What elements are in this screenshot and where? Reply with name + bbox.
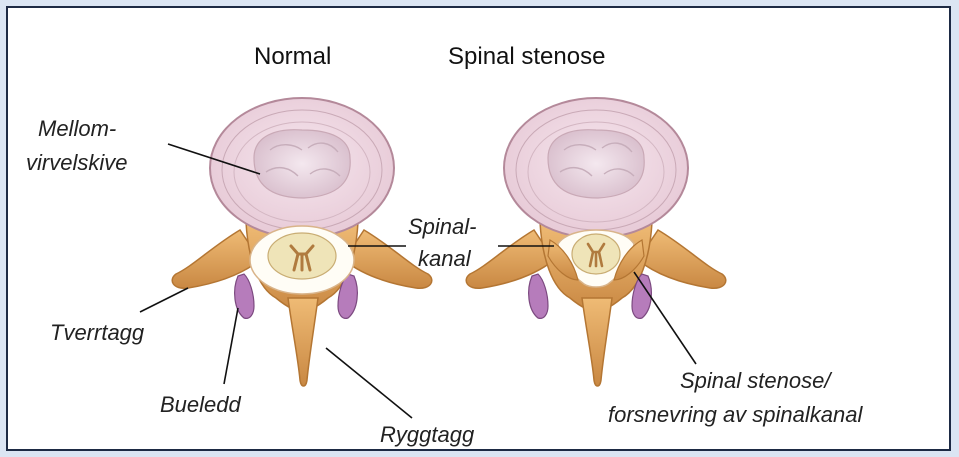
label-disc-line1: Mellom- <box>38 116 116 141</box>
label-facet: Bueledd <box>160 392 242 417</box>
facet-joint-left <box>529 274 548 318</box>
label-stenosis-line2: forsnevring av spinalkanal <box>608 402 863 427</box>
spinal-stenosis-diagram: Normal Spinal stenose <box>8 8 953 453</box>
spinous-process <box>288 298 318 386</box>
label-disc-line2: virvelskive <box>26 150 127 175</box>
label-spinous: Ryggtagg <box>380 422 475 447</box>
nucleus-pulposus <box>254 130 350 198</box>
spinous-process <box>582 298 612 386</box>
title-spinal-stenosis: Spinal stenose <box>448 43 605 70</box>
figure-frame: Normal Spinal stenose <box>6 6 951 451</box>
title-normal: Normal <box>254 43 331 70</box>
pointer-spinous <box>326 348 412 418</box>
pointer-facet <box>224 308 238 384</box>
nucleus-pulposus <box>548 130 644 198</box>
pointer-stenosis <box>634 272 696 364</box>
pointer-transverse <box>140 288 188 312</box>
label-transverse: Tverrtagg <box>50 320 145 345</box>
normal-vertebra <box>172 98 432 386</box>
stenosis-vertebra <box>466 98 726 386</box>
label-canal-line2: kanal <box>418 246 472 271</box>
label-stenosis-line1: Spinal stenose/ <box>680 368 832 393</box>
label-canal-line1: Spinal- <box>408 214 476 239</box>
